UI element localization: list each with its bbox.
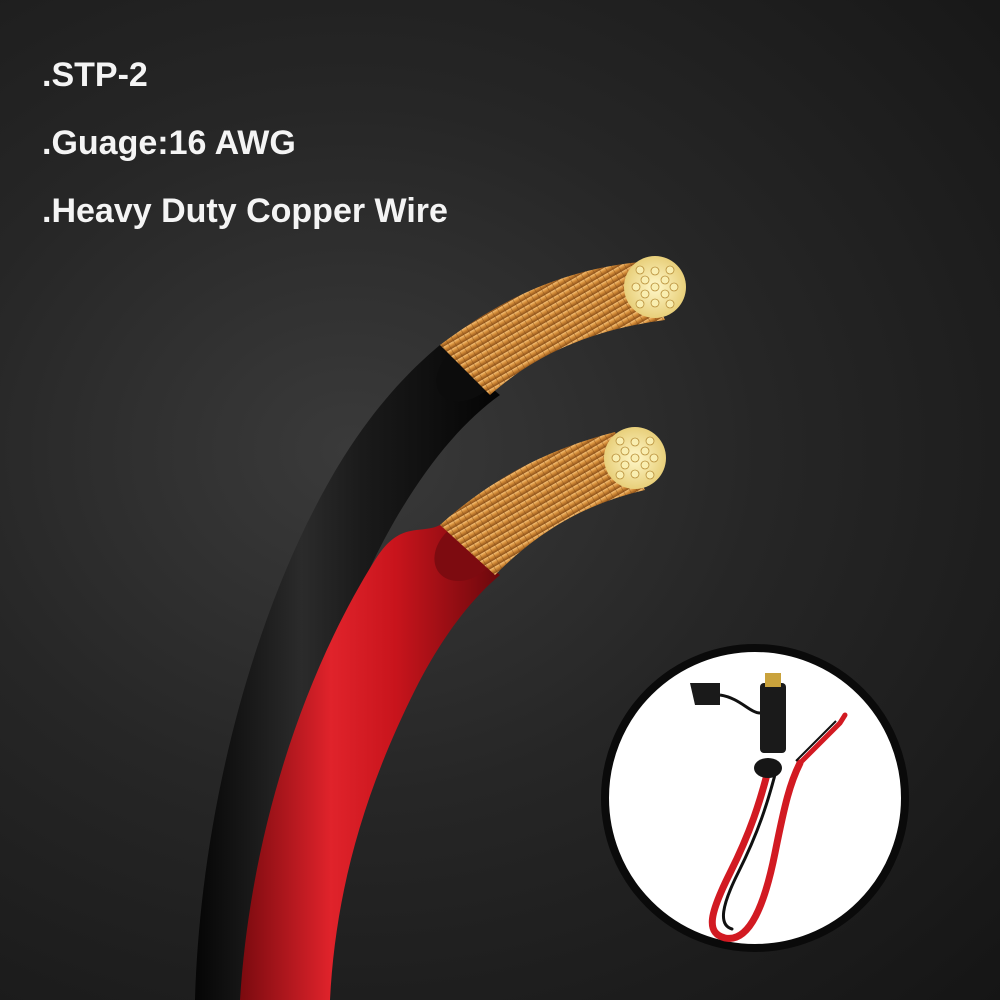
sae-connector-cable-icon <box>601 644 909 952</box>
spec-item-gauge: .Guage:16 AWG <box>42 124 296 162</box>
red-wire <box>240 427 666 1000</box>
spec-item-material: .Heavy Duty Copper Wire <box>42 192 448 230</box>
spec-item-model: .STP-2 <box>42 56 148 94</box>
spec-list: .STP-2 .Guage:16 AWG .Heavy Duty Copper … <box>42 58 448 262</box>
